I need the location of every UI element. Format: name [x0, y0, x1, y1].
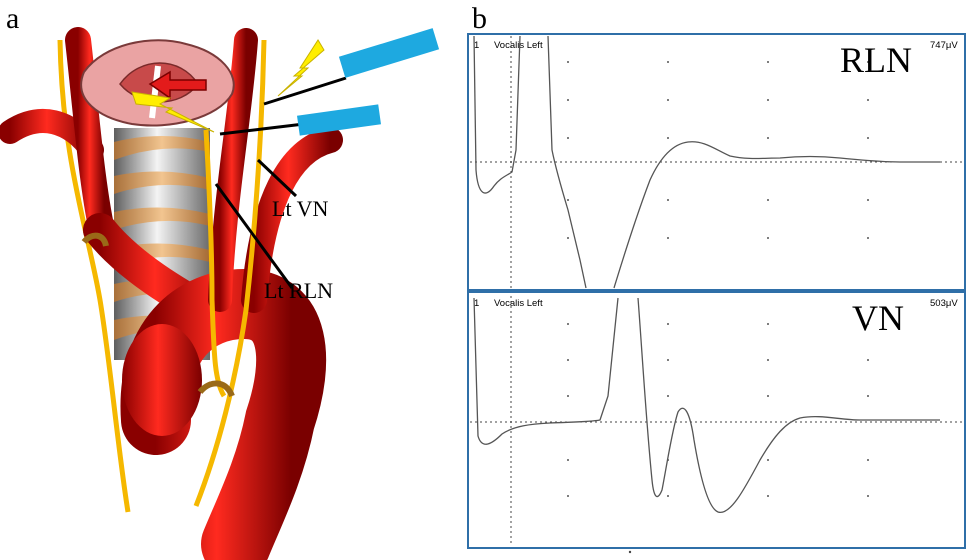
lt-rln-label: Lt RLN — [264, 278, 333, 303]
left-subclavian-artery — [241, 127, 343, 313]
vn-pointer — [256, 158, 298, 198]
glottis — [149, 65, 161, 119]
grid-dots — [567, 61, 869, 239]
amplitude-scale: 503μV — [930, 298, 958, 309]
rln-loop — [197, 380, 235, 398]
emg-trace-vn: 1 Vocalis Left 503μV VN — [467, 291, 966, 549]
lightning-icon — [131, 91, 215, 133]
lt-vn-label: Lt VN — [272, 196, 329, 221]
left-vagus-nerve — [193, 39, 267, 507]
trace-title: RLN — [840, 40, 912, 80]
anatomy-illustration: Lt VN Lt RLN — [0, 27, 440, 560]
probe-icon — [297, 104, 381, 136]
emg-panel: 1 Vocalis Left 747μV RLN 1 Vocalis Left … — [467, 33, 966, 554]
emg-waveform — [473, 35, 940, 289]
trace-title: VN — [852, 298, 904, 338]
left-recurrent-laryngeal-nerve — [203, 129, 227, 398]
amplitude-scale: 747μV — [930, 40, 958, 51]
channel-name: Vocalis Left — [494, 40, 543, 51]
lightning-icon — [277, 39, 325, 97]
channel-name: Vocalis Left — [494, 298, 543, 309]
emg-trace-rln: 1 Vocalis Left 747μV RLN — [467, 33, 966, 291]
probe-needle — [219, 122, 305, 136]
grid-dots — [567, 323, 869, 497]
panel-a-label: a — [6, 2, 20, 35]
ascending-aorta — [122, 324, 202, 436]
probe-icon — [338, 28, 440, 78]
panel-b-label: b — [472, 2, 487, 35]
right-rln-loop — [81, 232, 109, 247]
emg-waveform — [473, 297, 940, 513]
arrow-icon — [148, 70, 207, 100]
left-common-carotid — [208, 28, 258, 312]
probe-needle — [263, 76, 347, 106]
axis-marker — [628, 550, 632, 554]
channel-number: 1 — [474, 298, 479, 309]
channel-number: 1 — [474, 40, 479, 51]
rln-pointer — [214, 183, 294, 289]
